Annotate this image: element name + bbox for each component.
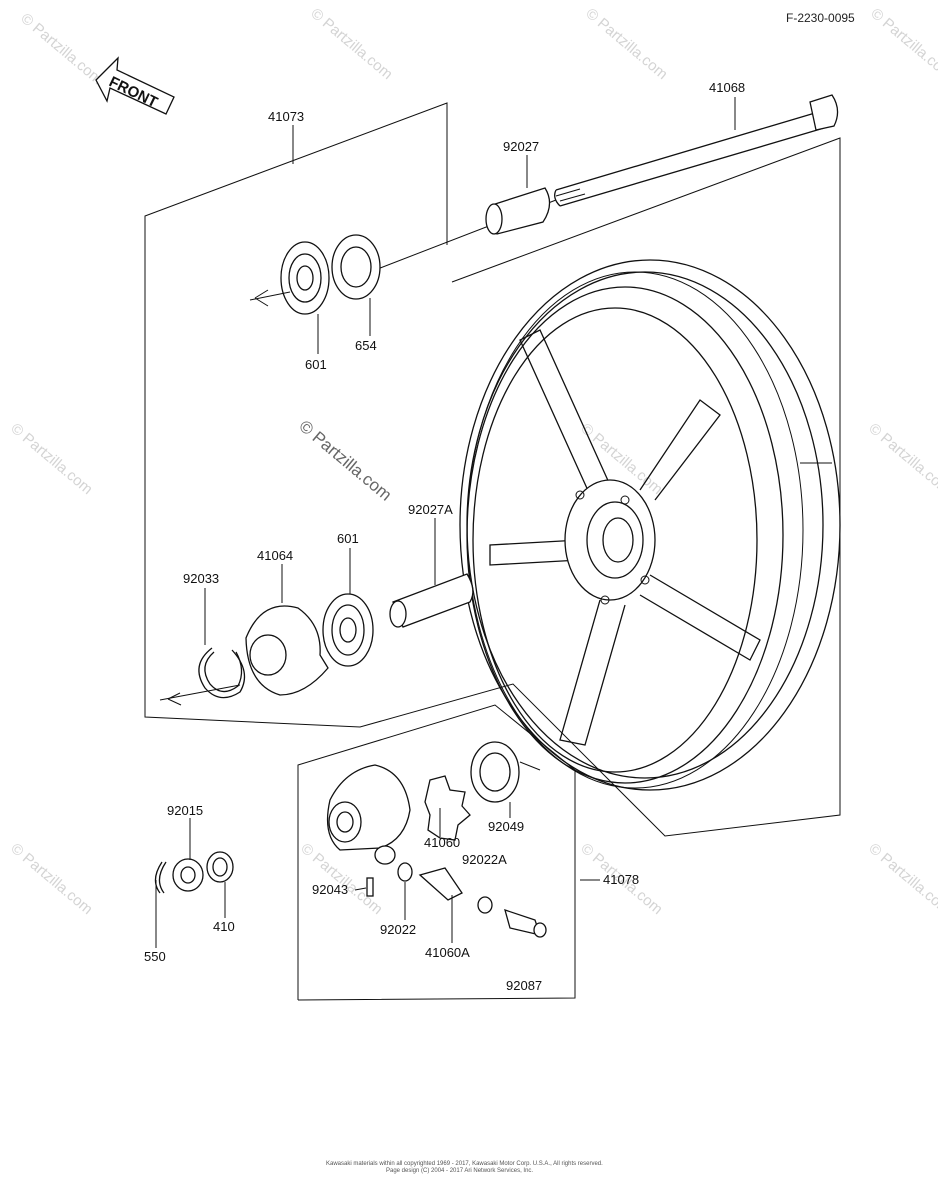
front-arrow-icon: FRONT [95, 56, 175, 115]
label-601-lower: 601 [337, 531, 359, 546]
label-92022a: 92022A [462, 852, 507, 867]
label-92022: 92022 [380, 922, 416, 937]
label-41060a: 41060A [425, 945, 470, 960]
watermark-8: © Partzilla.com [7, 840, 95, 918]
label-92049: 92049 [488, 819, 524, 834]
label-92027a: 92027A [408, 502, 453, 517]
pinion-gear-41060a [418, 867, 463, 901]
label-410: 410 [213, 919, 235, 934]
label-41064: 41064 [257, 548, 293, 563]
wheel-spokes [489, 329, 761, 746]
part-labels: 41068 41073 92027 601 654 92027A 601 410… [144, 80, 745, 993]
watermark-5: © Partzilla.com [7, 420, 95, 498]
label-41060: 41060 [424, 835, 460, 850]
watermark-7: © Partzilla.com [865, 420, 938, 498]
copyright-line-1: Kawasaki materials within all copyrighte… [326, 1161, 603, 1167]
label-601-upper: 601 [305, 357, 327, 372]
bushing-92087 [504, 908, 547, 938]
label-41068: 41068 [709, 80, 745, 95]
wheel-rim [459, 259, 841, 791]
copyright-line-2: Page design (C) 2004 - 2017 Ari Network … [386, 1168, 533, 1174]
watermark-4: © Partzilla.com [867, 5, 938, 83]
bearing-upper [280, 241, 330, 315]
cotter-pin-550 [154, 861, 167, 894]
cover-41064 [245, 605, 329, 696]
washer-92022a [477, 896, 493, 914]
label-92027: 92027 [503, 139, 539, 154]
label-92043: 92043 [312, 882, 348, 897]
bearing-lower [322, 593, 374, 667]
watermark-2: © Partzilla.com [307, 5, 395, 83]
label-92033: 92033 [183, 571, 219, 586]
pin-92043 [366, 877, 374, 897]
washer-410 [206, 851, 234, 883]
label-654: 654 [355, 338, 377, 353]
oil-seal-654 [331, 234, 381, 300]
watermark-11: © Partzilla.com [865, 840, 938, 918]
gear-housing-outline [297, 704, 576, 1001]
wheel-assembly-outline [144, 102, 841, 837]
label-92015: 92015 [167, 803, 203, 818]
drive-gear-41060 [424, 775, 471, 841]
nut-92015 [172, 858, 204, 892]
axle-shaft [374, 94, 839, 271]
oil-seal-92049 [470, 741, 520, 803]
circlip-92033 [198, 647, 246, 699]
label-41078: 41078 [603, 872, 639, 887]
leader-lines [155, 97, 736, 948]
watermark-3: © Partzilla.com [582, 5, 670, 83]
watermark-center: © Partzilla.com [295, 417, 395, 505]
wheel-hub [564, 479, 656, 605]
sleeve-92027 [485, 187, 551, 235]
diagram-id: F-2230-0095 [786, 11, 855, 25]
gear-housing [326, 764, 411, 865]
washer-92022 [397, 862, 413, 882]
sleeve-92027a [389, 573, 474, 628]
watermark-1: © Partzilla.com [17, 10, 105, 88]
label-92087: 92087 [506, 978, 542, 993]
label-41073: 41073 [268, 109, 304, 124]
label-550: 550 [144, 949, 166, 964]
